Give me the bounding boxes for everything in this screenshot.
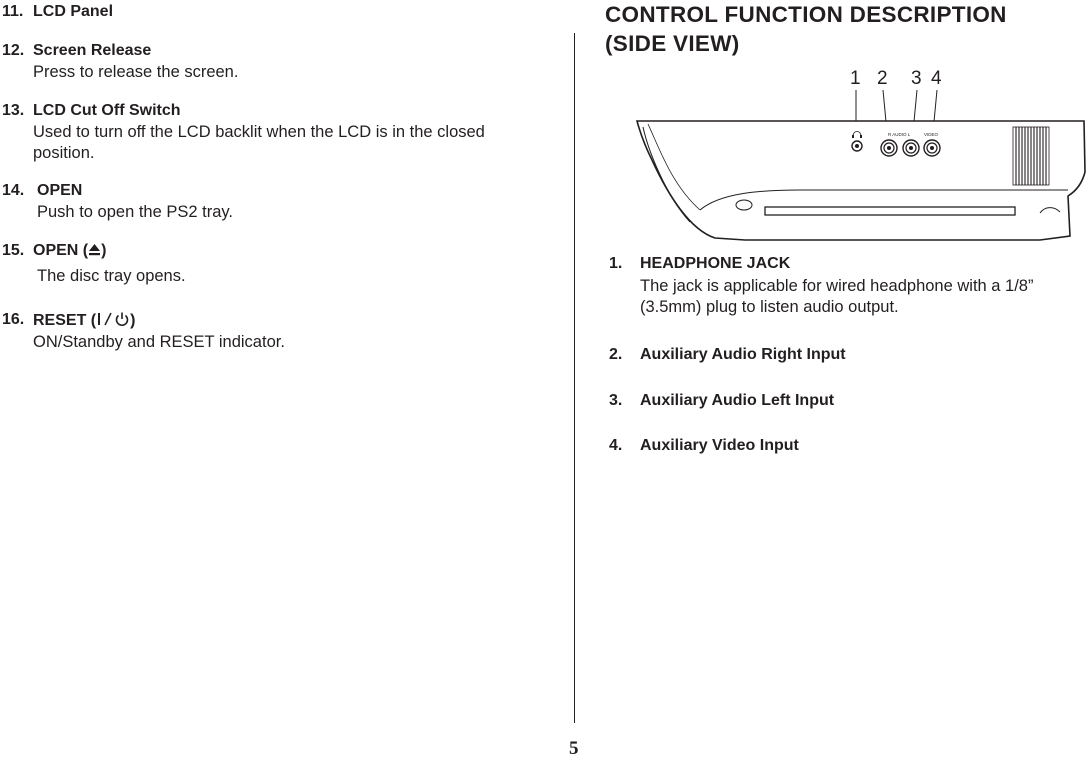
- item-number: 14.: [2, 182, 25, 199]
- section-subtitle: (SIDE VIEW): [605, 31, 740, 56]
- item-heading-reset: RESET (): [33, 312, 136, 329]
- audio-label: R AUDIO L: [888, 132, 911, 137]
- list-item-number: 3.: [609, 392, 623, 409]
- power-standby-icon: [98, 312, 129, 327]
- item-description: position.: [33, 144, 95, 162]
- item-heading-lcd-panel: LCD Panel: [33, 3, 114, 20]
- headphone-icon: [852, 131, 862, 138]
- list-item-number: 1.: [609, 255, 623, 272]
- vent-grille: [1012, 126, 1050, 186]
- callout-4: 4: [931, 68, 942, 89]
- item-description: Press to release the screen.: [33, 63, 239, 81]
- list-item-number: 2.: [609, 346, 623, 363]
- list-item-heading-video-input: Auxiliary Video Input: [640, 437, 799, 454]
- device-side-view-illustration: R AUDIO L VIDEO: [635, 89, 1086, 241]
- item-heading-screen-release: Screen Release: [33, 42, 152, 59]
- headphone-jack: [851, 140, 863, 152]
- video-input-jack: [923, 139, 941, 157]
- video-label: VIDEO: [924, 132, 939, 137]
- item-description: ON/Standby and RESET indicator.: [33, 333, 285, 351]
- section-title: CONTROL FUNCTION DESCRIPTION: [605, 2, 1007, 27]
- column-divider: [574, 33, 575, 723]
- list-item-number: 4.: [609, 437, 623, 454]
- item-heading-lcd-cut-off: LCD Cut Off Switch: [33, 102, 181, 119]
- item-number: 13.: [2, 102, 25, 119]
- list-item-heading-headphone-jack: HEADPHONE JACK: [640, 255, 791, 272]
- page-number: 5: [569, 738, 579, 759]
- list-item-heading-audio-left: Auxiliary Audio Left Input: [640, 392, 835, 409]
- item-number: 15.: [2, 242, 25, 259]
- eject-icon: [89, 244, 101, 256]
- audio-right-input-jack: [880, 139, 898, 157]
- list-item-heading-audio-right: Auxiliary Audio Right Input: [640, 346, 846, 363]
- item-description: The disc tray opens.: [37, 267, 186, 285]
- item-number: 11.: [2, 3, 24, 20]
- item-heading-open: OPEN: [37, 182, 83, 199]
- item-description: Push to open the PS2 tray.: [37, 203, 233, 221]
- callout-3: 3: [911, 68, 922, 89]
- item-heading-open-eject: OPEN (): [33, 242, 107, 259]
- callout-1: 1: [850, 68, 861, 89]
- item-description: Used to turn off the LCD backlit when th…: [33, 123, 485, 141]
- callout-2: 2: [877, 68, 888, 89]
- item-number: 12.: [2, 42, 25, 59]
- item-number: 16.: [2, 311, 25, 328]
- audio-left-input-jack: [902, 139, 920, 157]
- list-item-description: The jack is applicable for wired headpho…: [640, 277, 1034, 295]
- list-item-description: (3.5mm) plug to listen audio output.: [640, 298, 899, 316]
